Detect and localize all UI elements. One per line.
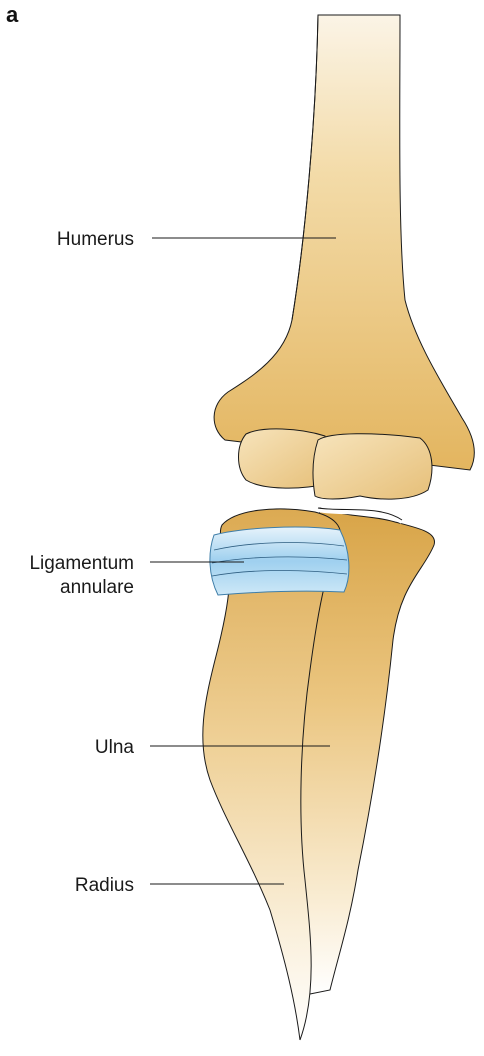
radius-label: Radius	[74, 875, 134, 896]
ligamentum-label-line1: Ligamentum	[29, 553, 134, 574]
ulna-label: Ulna	[94, 737, 134, 758]
humerus-bone	[213, 14, 475, 471]
ligamentum-label-line2: annulare	[60, 577, 134, 598]
annular-ligament	[209, 526, 350, 596]
panel-letter: a	[6, 2, 19, 27]
trochlea	[312, 433, 433, 500]
humerus-label: Humerus	[56, 229, 134, 250]
